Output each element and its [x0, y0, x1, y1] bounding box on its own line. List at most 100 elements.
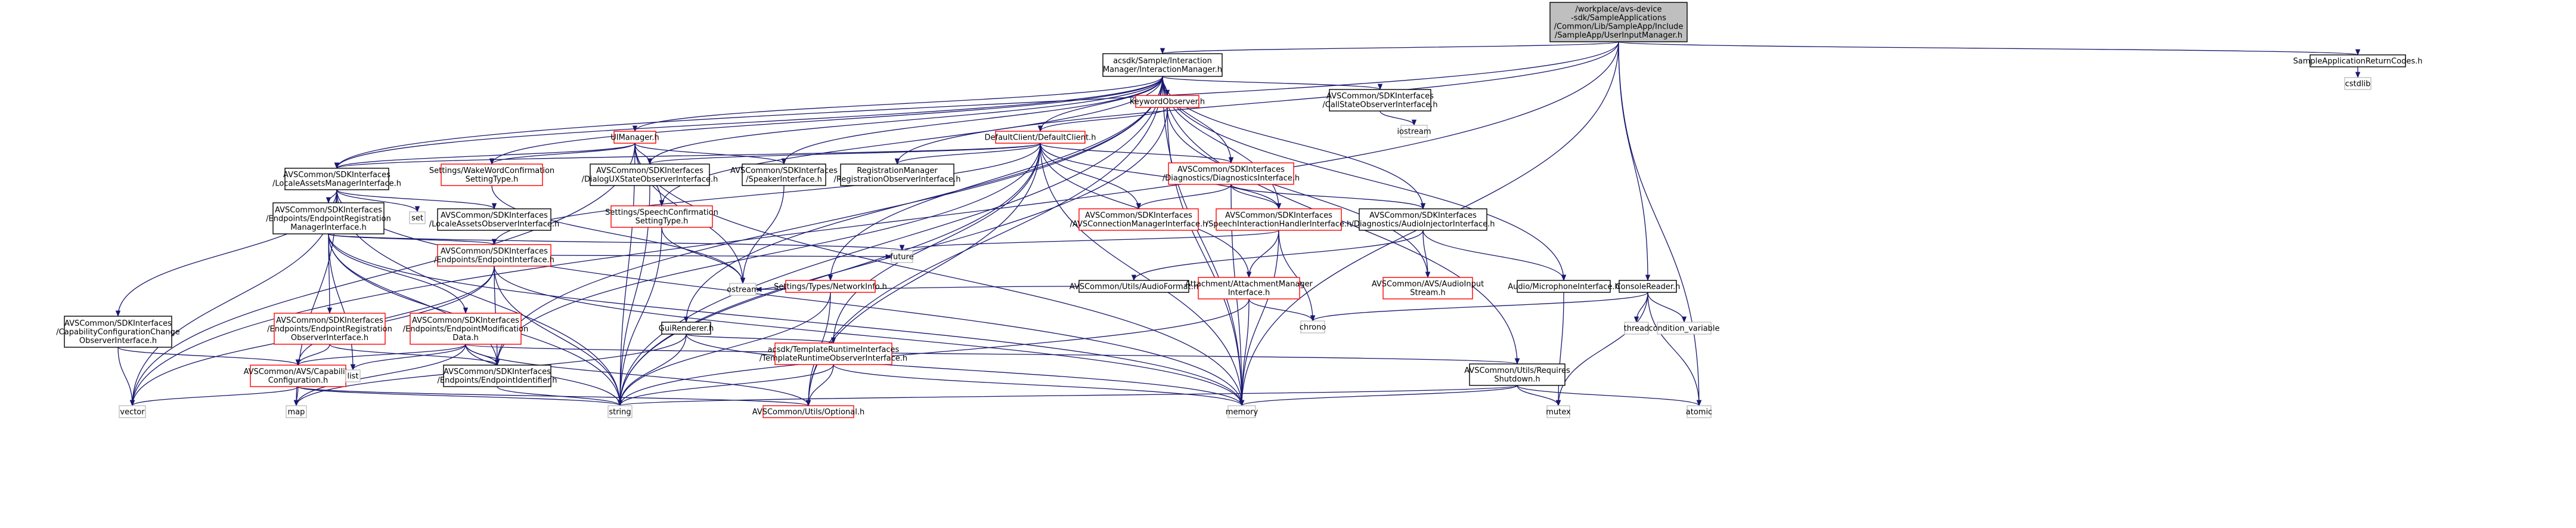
- node-box: [1168, 162, 1294, 185]
- node-box: [1329, 89, 1431, 112]
- edge-line: [617, 227, 662, 407]
- edge-endpoint_registration_manager-to-memory: [328, 233, 1245, 407]
- node-iostream[interactable]: iostream: [1397, 125, 1431, 138]
- edge-line: [1131, 230, 1424, 282]
- edge-root-to-console_reader: [1618, 41, 1651, 282]
- node-endpoint-interface[interactable]: AVSCommon/SDKInterfaces/Endpoints/Endpoi…: [434, 244, 554, 267]
- node-vector[interactable]: vector: [119, 405, 146, 418]
- node-label-line: AVSCommon/Utils/Optional.h: [752, 407, 864, 416]
- edge-line: [1230, 184, 1426, 210]
- node-capability-config-change[interactable]: AVSCommon/SDKInterfaces/CapabilityConfig…: [56, 316, 180, 348]
- node-chrono[interactable]: chrono: [1300, 320, 1326, 334]
- node-box: [284, 168, 389, 190]
- node-label-line: Audio/MicrophoneInterface.h: [1508, 282, 1620, 291]
- node-avs-connection-manager[interactable]: AVSCommon/SDKInterfaces/AVSConnectionMan…: [1070, 208, 1208, 231]
- node-ostream[interactable]: ostream: [727, 283, 759, 296]
- node-box: [1359, 208, 1487, 231]
- node-label-line: ConsoleReader.h: [1616, 282, 1681, 291]
- node-interaction-manager[interactable]: acsdk/Sample/InteractionManager/Interact…: [1102, 53, 1223, 77]
- node-network-info[interactable]: Settings/Types/NetworkInfo.h: [774, 280, 887, 293]
- node-registration-observer[interactable]: RegistrationManager/RegistrationObserver…: [834, 163, 961, 186]
- node-atomic[interactable]: atomic: [1686, 405, 1712, 418]
- edge-speech_interaction_handler-to-attachment_manager: [1246, 230, 1279, 279]
- node-box: [840, 163, 954, 186]
- edge-audio_injector-to-audio_input_stream: [1422, 230, 1431, 279]
- node-set[interactable]: set: [409, 211, 426, 224]
- node-speech-interaction-handler[interactable]: AVSCommon/SDKInterfaces/SpeechInteractio…: [1206, 208, 1352, 231]
- node-call-state-observer[interactable]: AVSCommon/SDKInterfaces/CallStateObserve…: [1322, 89, 1438, 112]
- node-label-line: KeywordObserver.h: [1130, 97, 1205, 106]
- node-label-line: /Endpoints/EndpointIdentifier.h: [438, 376, 557, 385]
- node-locale-assets-manager[interactable]: AVSCommon/SDKInterfaces/LocaleAssetsMana…: [272, 168, 401, 190]
- node-box: [345, 369, 361, 382]
- node-label-line: /Endpoints/EndpointRegistration: [266, 214, 391, 223]
- node-condition-variable[interactable]: condition_variable: [1648, 322, 1720, 335]
- node-box: [1400, 125, 1428, 138]
- node-ui-manager[interactable]: UIManager.h: [610, 131, 659, 144]
- node-locale-assets-observer[interactable]: AVSCommon/SDKInterfaces/LocaleAssetsObse…: [429, 208, 560, 231]
- node-endpoint-identifier[interactable]: AVSCommon/SDKInterfaces/Endpoints/Endpoi…: [438, 365, 557, 387]
- edge-line: [117, 347, 135, 407]
- node-box: [437, 244, 551, 267]
- node-default-client[interactable]: DefaultClient/DefaultClient.h: [984, 131, 1096, 144]
- node-wake-word-confirmation[interactable]: Settings/WakeWordConfirmationSettingType…: [429, 163, 554, 186]
- edge-template_runtime_observer-to-memory: [833, 364, 1244, 407]
- node-box: [607, 405, 633, 418]
- node-root[interactable]: /workplace/avs-device-sdk/SampleApplicat…: [1549, 2, 1688, 42]
- node-capability-configuration[interactable]: AVSCommon/AVS/CapabilityConfiguration.h: [244, 365, 353, 387]
- node-label-line: /SpeakerInterface.h: [746, 175, 822, 184]
- edge-requires_shutdown-to-atomic: [1517, 385, 1701, 407]
- node-thread[interactable]: thread: [1624, 322, 1650, 335]
- edge-line: [618, 385, 1518, 407]
- node-template-runtime-observer[interactable]: acsdk/TemplateRuntimeInterfaces/Template…: [760, 342, 907, 365]
- edge-line: [617, 143, 636, 407]
- edge-interaction_manager-to-dialog_ux_observer: [647, 76, 1163, 165]
- node-endpoint-registration-observer[interactable]: AVSCommon/SDKInterfaces/Endpoints/Endpoi…: [267, 313, 392, 345]
- node-list[interactable]: list: [345, 369, 361, 382]
- edge-line: [617, 334, 687, 407]
- node-gui-renderer[interactable]: GuiRenderer.h: [659, 322, 714, 335]
- node-keyword-observer[interactable]: KeywordObserver.h: [1130, 95, 1205, 108]
- node-memory[interactable]: memory: [1226, 405, 1258, 418]
- node-label-line: /TemplateRuntimeObserverInterface.h: [760, 354, 907, 363]
- node-map[interactable]: map: [286, 405, 307, 418]
- node-dialog-ux-observer[interactable]: AVSCommon/SDKInterfaces/DialogUXStateObs…: [582, 163, 718, 186]
- node-audio-microphone[interactable]: Audio/MicrophoneInterface.h: [1508, 280, 1620, 293]
- node-cstdlib[interactable]: cstdlib: [2344, 77, 2372, 90]
- node-string[interactable]: string: [607, 405, 633, 418]
- node-label-line: UIManager.h: [610, 133, 659, 142]
- node-label-line: DefaultClient/DefaultClient.h: [984, 133, 1096, 142]
- node-audio-injector[interactable]: AVSCommon/SDKInterfaces/Diagnostics/Audi…: [1351, 208, 1495, 231]
- edge-default_client-to-endpoint_identifier: [494, 143, 1041, 366]
- edge-line: [328, 233, 1245, 407]
- edge-console_reader-to-atomic: [1647, 292, 1702, 407]
- edge-line: [334, 143, 636, 169]
- edge-call_state_observer-to-iostream: [1380, 110, 1417, 126]
- node-sample-return-codes[interactable]: SampleApplicationReturnCodes.h: [2293, 54, 2423, 67]
- node-future[interactable]: future: [890, 250, 914, 263]
- edge-line: [550, 254, 892, 260]
- edge-line: [1422, 230, 1431, 279]
- node-mutex[interactable]: mutex: [1546, 405, 1571, 418]
- edge-locale_assets_manager-to-memory: [336, 189, 1245, 407]
- node-audio-format[interactable]: AVSCommon/Utils/AudioFormat.h: [1070, 280, 1198, 293]
- node-diagnostics-interface[interactable]: AVSCommon/SDKInterfaces/Diagnostics/Diag…: [1163, 162, 1300, 185]
- node-endpoint-modification-data[interactable]: AVSCommon/SDKInterfaces/Endpoints/Endpoi…: [403, 313, 529, 345]
- node-speaker-interface[interactable]: AVSCommon/SDKInterfaces/SpeakerInterface…: [730, 163, 838, 186]
- edge-line: [634, 143, 1245, 407]
- edge-line: [617, 298, 1250, 407]
- node-label-line: list: [347, 372, 358, 381]
- node-console-reader[interactable]: ConsoleReader.h: [1616, 280, 1681, 293]
- edge-line: [334, 41, 1619, 169]
- node-optional[interactable]: AVSCommon/Utils/Optional.h: [752, 405, 864, 418]
- node-endpoint-registration-manager[interactable]: AVSCommon/SDKInterfaces/Endpoints/Endpoi…: [266, 202, 391, 234]
- node-label-line: AVSCommon/SDKInterfaces: [444, 368, 551, 376]
- node-label-line: AVSCommon/SDKInterfaces: [1369, 211, 1477, 220]
- edge-line: [1040, 143, 1233, 164]
- node-label-line: Data.h: [452, 334, 478, 342]
- edge-line: [494, 76, 1163, 366]
